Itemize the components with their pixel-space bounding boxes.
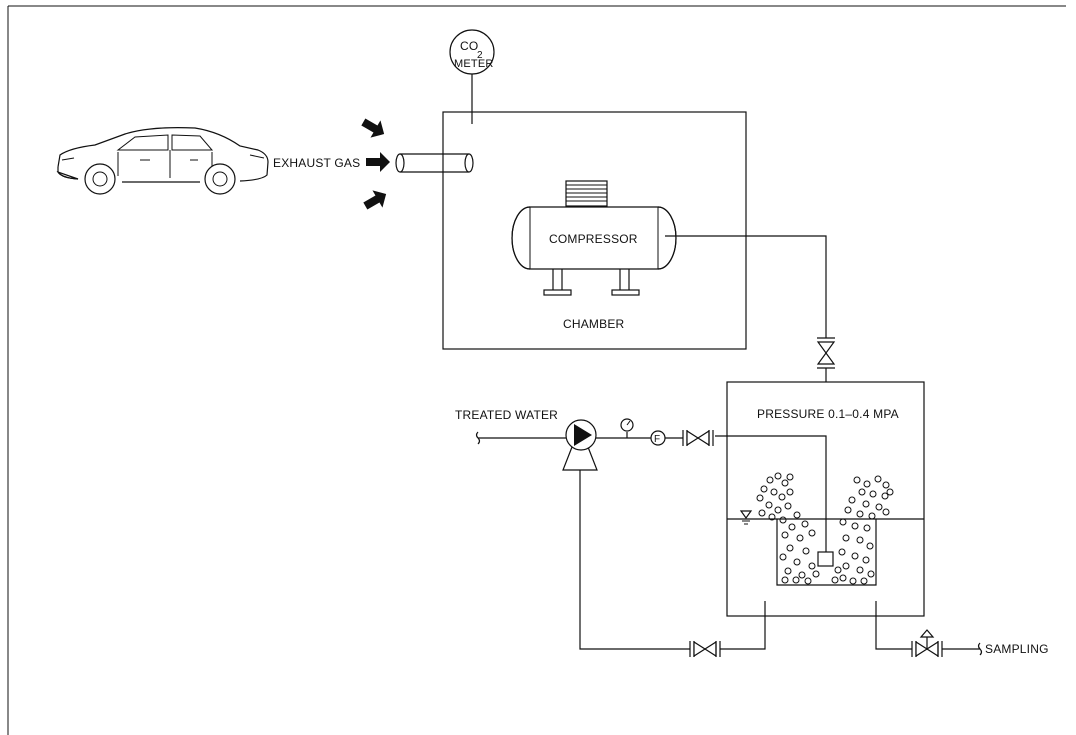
chamber-label: CHAMBER [563,317,625,331]
gas-inlet-valve [816,337,836,382]
sampling-label: SAMPLING [985,642,1049,656]
pressure-gauge-icon [620,418,634,438]
compressor: COMPRESSOR [511,180,677,296]
intake-pipe [395,153,474,173]
recirculation-valve [689,640,721,658]
chamber-box [442,111,747,350]
co2-meter-label: CO [460,39,478,53]
recirculation-line [579,470,690,650]
water-level-icon [739,510,753,525]
car-icon [56,127,269,195]
flow-meter-label: F [654,434,660,445]
arrow-icon [363,190,387,210]
arrow-icon [361,118,385,138]
compressor-label: COMPRESSOR [549,232,638,246]
water-inlet-valve [682,429,714,447]
diffuser [817,551,834,567]
injection-line [715,435,827,552]
pressure-tank [726,381,925,617]
page-border [7,5,1066,735]
exhaust-gas-label: EXHAUST GAS [273,156,360,170]
sampling-break-icon [977,642,983,656]
sampling-line [875,601,912,650]
tank-return-line [720,601,766,650]
gas-bubbles [756,472,894,585]
inner-basin [776,519,877,586]
co2-meter-label-bottom: METER [454,58,494,70]
treated-water-label: TREATED WATER [455,408,558,422]
co2-meter-subscript: 2 [477,50,483,61]
sampling-valve [911,629,943,658]
co2-meter: CO 2 METER [449,29,495,124]
exhaust-arrows [361,118,390,210]
flow-meter: F [650,430,666,446]
arrow-icon [366,152,390,172]
compressor-outlet-line [665,235,827,338]
pump-icon [562,419,598,471]
pressure-label: PRESSURE 0.1–0.4 MPA [757,407,899,421]
